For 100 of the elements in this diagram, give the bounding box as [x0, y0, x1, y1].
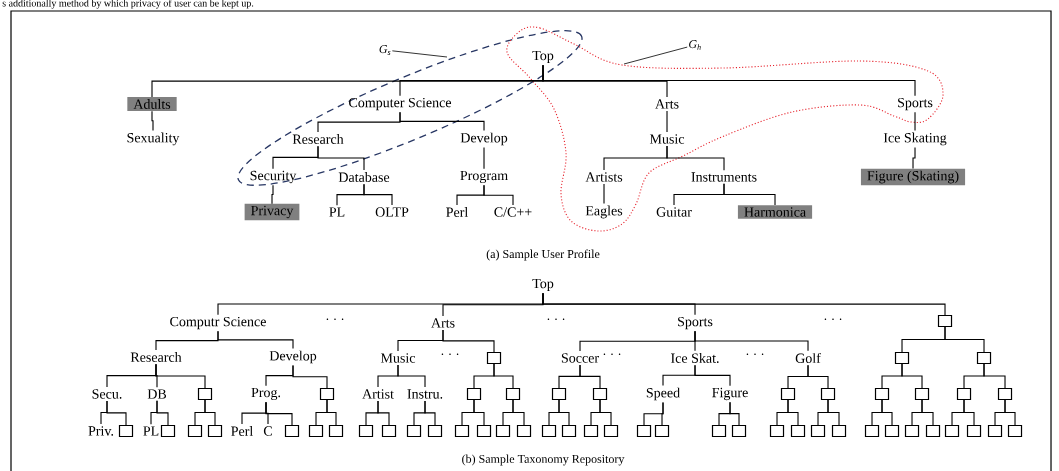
- empty-node-box: [516, 424, 532, 438]
- empty-node-box: [476, 424, 492, 438]
- category-label: Speed: [646, 387, 680, 401]
- category-label: PL: [329, 207, 345, 217]
- highlighted-label: Harmonica: [737, 205, 813, 219]
- tree-branch-line: [787, 399, 799, 426]
- category-label: Figure: [712, 387, 748, 401]
- ellipsis: · · ·: [824, 318, 842, 320]
- tree-branch-line: [473, 399, 485, 426]
- category-label: Top: [532, 278, 554, 292]
- tree-branch-line: [442, 329, 495, 353]
- category-label: Eagles: [585, 205, 623, 219]
- tree-branch-line: [204, 399, 216, 426]
- tree-branch-line: [326, 399, 337, 426]
- tree-branch-line: [493, 363, 514, 389]
- empty-node-box: [925, 424, 941, 438]
- empty-node-box: [328, 424, 344, 438]
- empty-node-box: [603, 424, 619, 438]
- category-label: Sports: [678, 316, 713, 330]
- tree-branch-line: [363, 183, 393, 206]
- tree-branch-line: [599, 399, 612, 426]
- tree-branch-line: [106, 400, 127, 426]
- empty-node-box: [966, 424, 982, 438]
- tree-branch-line: [603, 183, 605, 204]
- category-label: Database: [338, 172, 390, 182]
- highlighted-label: Adults: [127, 97, 177, 111]
- tree-branch-line: [723, 183, 776, 206]
- tree-branch-line: [944, 326, 985, 353]
- tree-branch-line: [483, 147, 485, 170]
- empty-node-box: [284, 424, 300, 438]
- category-label: Computer Science: [349, 97, 452, 111]
- empty-node-box: [358, 424, 374, 438]
- tree-branch-line: [579, 364, 601, 389]
- tree-branch-line: [694, 330, 809, 352]
- tree-branch-line: [265, 401, 293, 426]
- category-label: C: [263, 426, 272, 436]
- empty-node-box: [884, 424, 900, 438]
- highlighted-label: Privacy: [244, 203, 300, 221]
- empty-node-box: [551, 387, 567, 401]
- category-label: Instruments: [691, 172, 757, 182]
- tree-branch-line: [901, 363, 923, 389]
- tree-branch-line: [881, 399, 893, 426]
- empty-node-box: [187, 424, 203, 438]
- empty-node-box: [160, 424, 176, 438]
- empty-node-box: [1007, 424, 1023, 438]
- group-label: G$_{s}$: [379, 45, 391, 55]
- tree-branch-line: [666, 110, 668, 133]
- leader-line: [623, 46, 688, 65]
- tree-branch-line: [377, 400, 390, 426]
- empty-node-box: [495, 424, 511, 438]
- category-label: Research: [130, 352, 182, 362]
- tree-branch-line: [542, 64, 916, 97]
- empty-node-box: [976, 351, 992, 365]
- category-label: Develop: [269, 350, 317, 364]
- tree-branch-line: [1004, 399, 1016, 426]
- empty-node-box: [769, 424, 785, 438]
- tree-branch-line: [729, 401, 740, 426]
- category-label: PL: [143, 426, 159, 436]
- category-label: Arts: [655, 99, 679, 109]
- empty-node-box: [914, 387, 930, 401]
- category-label: Artists: [585, 172, 623, 182]
- empty-node-box: [197, 387, 213, 401]
- category-label: Secu.: [92, 389, 122, 399]
- leader-line: [391, 50, 448, 58]
- highlighted-label: Figure (Skating): [860, 168, 966, 186]
- empty-node-box: [864, 424, 880, 438]
- ellipsis: · · ·: [746, 353, 764, 355]
- empty-node-box: [592, 387, 608, 401]
- empty-node-box: [904, 424, 920, 438]
- empty-node-box: [486, 351, 502, 365]
- tree-branch-line: [156, 400, 169, 426]
- tree-branch-line: [399, 111, 485, 131]
- tree-branch-line: [292, 365, 328, 389]
- tree-branch-line: [921, 399, 934, 426]
- category-label: Sexuality: [127, 132, 180, 146]
- category-label: OLTP: [375, 207, 409, 217]
- empty-node-box: [937, 314, 953, 328]
- tree-branch-line: [694, 364, 731, 387]
- empty-node-box: [319, 387, 335, 401]
- empty-node-box: [427, 424, 443, 438]
- category-label: Security: [250, 170, 297, 184]
- tree-branch-line: [558, 399, 570, 426]
- tree-branch-line: [217, 330, 294, 349]
- tree-branch-line: [983, 363, 1006, 389]
- tree-branch-line: [963, 399, 975, 426]
- empty-node-box: [583, 424, 599, 438]
- empty-node-box: [997, 387, 1013, 401]
- empty-node-box: [406, 424, 422, 438]
- empty-node-box: [944, 424, 960, 438]
- tree-branch-line: [542, 292, 946, 316]
- category-label: C/C++: [494, 207, 532, 217]
- text-line: s additionally method by which privacy of user can be kept up.: [2, 0, 254, 9]
- category-label: Top: [532, 50, 554, 64]
- category-label: Artist: [362, 389, 394, 399]
- category-label: Prog.: [251, 387, 281, 401]
- category-label: Arts: [431, 318, 455, 328]
- tree-branch-line: [666, 145, 725, 171]
- empty-node-box: [987, 424, 1003, 438]
- category-label: DB: [147, 389, 167, 399]
- category-label: Sports: [898, 97, 933, 111]
